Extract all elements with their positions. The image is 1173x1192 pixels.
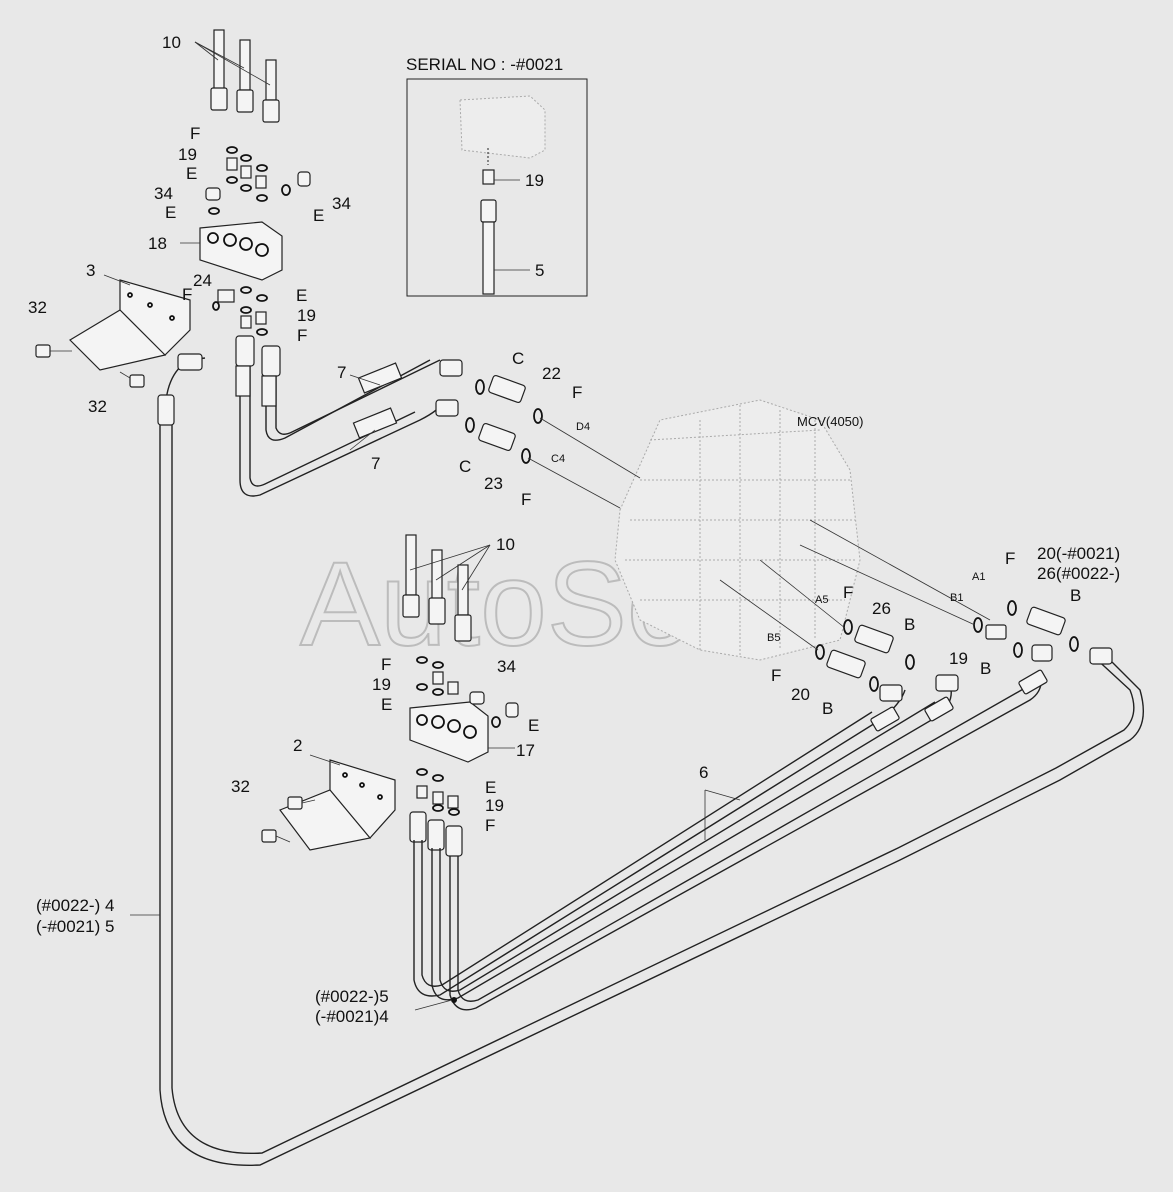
- label-f-r1: F: [1005, 549, 1015, 568]
- serial-box-title: SERIAL NO : -#0021: [406, 55, 563, 74]
- lower-fittings: [416, 656, 519, 816]
- label-19-bot2: 19: [485, 796, 504, 815]
- label-10-bot: 10: [496, 535, 515, 554]
- label-b-r3: B: [904, 615, 915, 634]
- long-hose-left: [130, 353, 1144, 1166]
- label-20-top: 20(-#0021): [1037, 544, 1120, 563]
- label-32-a: 32: [28, 298, 47, 317]
- port-d4: D4: [576, 421, 590, 433]
- label-b-r4: B: [822, 699, 833, 718]
- label-24: 24: [193, 271, 212, 290]
- label-left-5: (-#0021) 5: [36, 917, 114, 936]
- label-32-c: 32: [231, 777, 250, 796]
- label-22: 22: [542, 364, 561, 383]
- label-34-right: 34: [332, 194, 351, 213]
- label-bot-4: (-#0021)4: [315, 1007, 389, 1026]
- label-e-mid: E: [296, 286, 307, 305]
- label-box-5: 5: [535, 261, 544, 280]
- label-f-24: F: [182, 285, 192, 304]
- label-20: 20: [791, 685, 810, 704]
- port-c4: C4: [551, 453, 565, 465]
- label-box-19: 19: [525, 171, 544, 190]
- label-f-top: F: [190, 124, 200, 143]
- block-17: [409, 701, 515, 763]
- port-a1: A1: [972, 571, 985, 583]
- mcv-label: MCV(4050): [797, 414, 863, 429]
- hoses-6: [409, 669, 1048, 1011]
- label-26-top: 26(#0022-): [1037, 564, 1120, 583]
- label-bot-5: (#0022-)5: [315, 987, 389, 1006]
- upper-fittings: [205, 146, 311, 336]
- label-b-r2: B: [980, 659, 991, 678]
- label-b-r1: B: [1070, 586, 1081, 605]
- label-f-r3: F: [771, 666, 781, 685]
- label-19-bot: 19: [372, 675, 391, 694]
- hoses-10-upper: [194, 29, 280, 123]
- port-b1: B1: [950, 592, 963, 604]
- block-18: [180, 221, 283, 281]
- label-32-b: 32: [88, 397, 107, 416]
- label-18: 18: [148, 234, 167, 253]
- mcv-valve: [614, 399, 861, 661]
- port-a5: A5: [815, 594, 828, 606]
- label-e-bot2: E: [528, 716, 539, 735]
- label-10-top: 10: [162, 33, 181, 52]
- label-f-bot: F: [381, 655, 391, 674]
- serial-box: [406, 78, 588, 297]
- label-f-r2: F: [843, 583, 853, 602]
- label-e-bot: E: [381, 695, 392, 714]
- fittings-22-23: [465, 374, 641, 509]
- label-19-r: 19: [949, 649, 968, 668]
- label-e-right: E: [313, 206, 324, 225]
- label-26: 26: [872, 599, 891, 618]
- label-7-b: 7: [371, 454, 380, 473]
- bracket-3: [69, 274, 191, 371]
- label-f-bot2: F: [485, 816, 495, 835]
- right-fittings: [719, 519, 1113, 702]
- label-e-left: E: [165, 203, 176, 222]
- port-b5: B5: [767, 632, 780, 644]
- label-6: 6: [699, 763, 708, 782]
- hoses-10-lower: [402, 534, 491, 642]
- label-c-b: C: [459, 457, 471, 476]
- label-17: 17: [516, 741, 535, 760]
- label-e-top: E: [186, 164, 197, 183]
- label-left-4: (#0022-) 4: [36, 896, 114, 915]
- label-7-a: 7: [337, 363, 346, 382]
- label-f-mid: F: [297, 326, 307, 345]
- label-34-bot: 34: [497, 657, 516, 676]
- label-2: 2: [293, 736, 302, 755]
- label-e-bot3: E: [485, 778, 496, 797]
- bolts-32: [35, 344, 316, 843]
- label-23: 23: [484, 474, 503, 493]
- label-19-top: 19: [178, 145, 197, 164]
- label-34-left: 34: [154, 184, 173, 203]
- label-3: 3: [86, 261, 95, 280]
- label-f-b: F: [521, 490, 531, 509]
- label-c-a: C: [512, 349, 524, 368]
- label-f-a: F: [572, 383, 582, 402]
- hoses-7: [235, 335, 463, 497]
- label-19-mid: 19: [297, 306, 316, 325]
